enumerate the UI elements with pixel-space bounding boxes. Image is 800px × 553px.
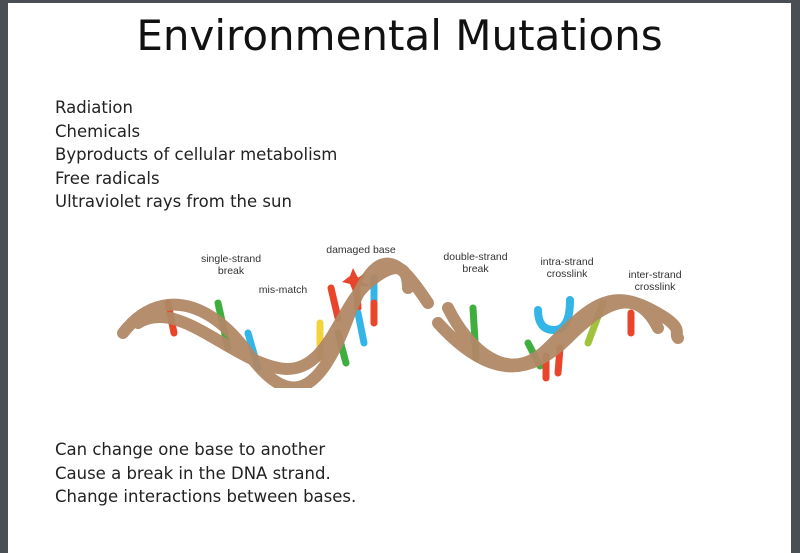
list-item: Can change one base to another [55,440,326,459]
slide-title: Environmental Mutations [136,11,663,60]
label-double-strand-break: double-strand break [443,251,508,275]
label-single-strand-break: single-strand break [200,253,262,277]
list-item: Change interactions between bases. [55,487,357,507]
dna-damage-diagram [117,257,684,388]
label-inter-strand-crosslink: inter-strand crosslink [628,269,682,293]
list-item: Cause a break in the DNA strand. [55,463,331,483]
causes-list: Radiation Chemicals Byproducts of cellul… [55,96,337,214]
list-item: Free radicals [55,168,160,188]
list-item: Chemicals [55,121,141,141]
list-item: Radiation [55,98,133,117]
label-damaged-base: damaged base [326,244,396,256]
label-mis-match: mis-match [258,284,308,296]
list-item: Byproducts of cellular metabolism [55,145,338,165]
label-intra-strand-crosslink: intra-strand crosslink [540,256,594,280]
slide: Environmental Mutations Radiation Chemic… [8,3,791,553]
effects-list: Can change one base to another Cause a b… [55,438,356,509]
list-item: Ultraviolet rays from the sun [55,192,292,212]
